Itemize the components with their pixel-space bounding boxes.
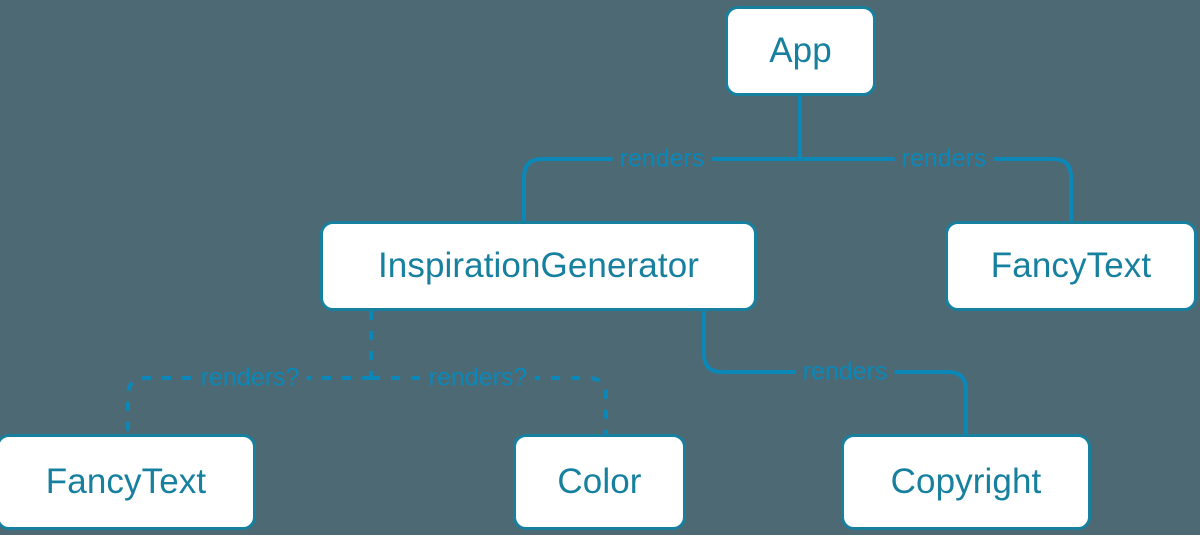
edge-label-app-to-fancytext-right: renders — [894, 146, 994, 172]
node-copyright[interactable]: Copyright — [841, 434, 1091, 530]
node-inspiration-generator[interactable]: InspirationGenerator — [320, 221, 757, 311]
edge-label-inspiration-generator-to-copyright: renders — [795, 359, 895, 385]
node-fancytext-bottom[interactable]: FancyText — [0, 434, 256, 530]
edge-label-app-to-inspiration-generator: renders — [612, 146, 712, 172]
node-color[interactable]: Color — [513, 434, 686, 530]
node-fancytext-right[interactable]: FancyText — [945, 221, 1197, 311]
edge-app-to-fancytext-right — [800, 157, 1073, 221]
edge-label-inspiration-generator-to-fancytext-bottom: renders? — [193, 365, 307, 391]
edge-inspiration-generator-to-fancytext-bottom — [126, 376, 371, 434]
node-app[interactable]: App — [725, 6, 876, 96]
edge-app-to-inspiration-generator — [522, 157, 800, 221]
edge-inspiration-generator-to-color — [371, 376, 608, 434]
edge-label-inspiration-generator-to-color: renders? — [421, 365, 535, 391]
